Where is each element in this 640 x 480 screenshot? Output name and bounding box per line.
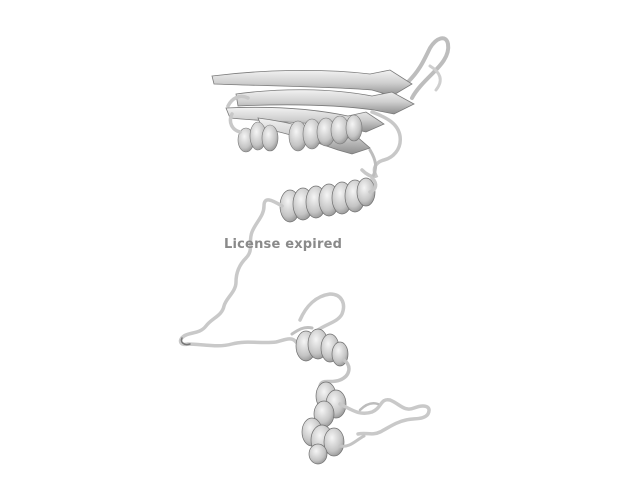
long-helix [279, 177, 376, 223]
helix [313, 381, 347, 428]
coil [178, 198, 298, 348]
upper-domain [211, 36, 451, 223]
short-helix [288, 114, 363, 152]
helix [301, 417, 345, 465]
lower-domain [290, 292, 431, 465]
license-watermark: License expired [224, 237, 343, 252]
coil [338, 398, 431, 436]
coil [338, 434, 366, 448]
coil [290, 326, 314, 336]
top-right-loop [406, 36, 451, 100]
coil [368, 148, 378, 180]
beta-strand [235, 89, 415, 115]
coil [318, 358, 351, 388]
beta-strand [211, 69, 413, 97]
helix [295, 328, 349, 367]
coil [358, 402, 380, 412]
coil [368, 176, 378, 194]
coil [226, 94, 250, 134]
flexible-linker [178, 198, 298, 348]
coil [298, 292, 346, 332]
short-helix [237, 121, 279, 153]
